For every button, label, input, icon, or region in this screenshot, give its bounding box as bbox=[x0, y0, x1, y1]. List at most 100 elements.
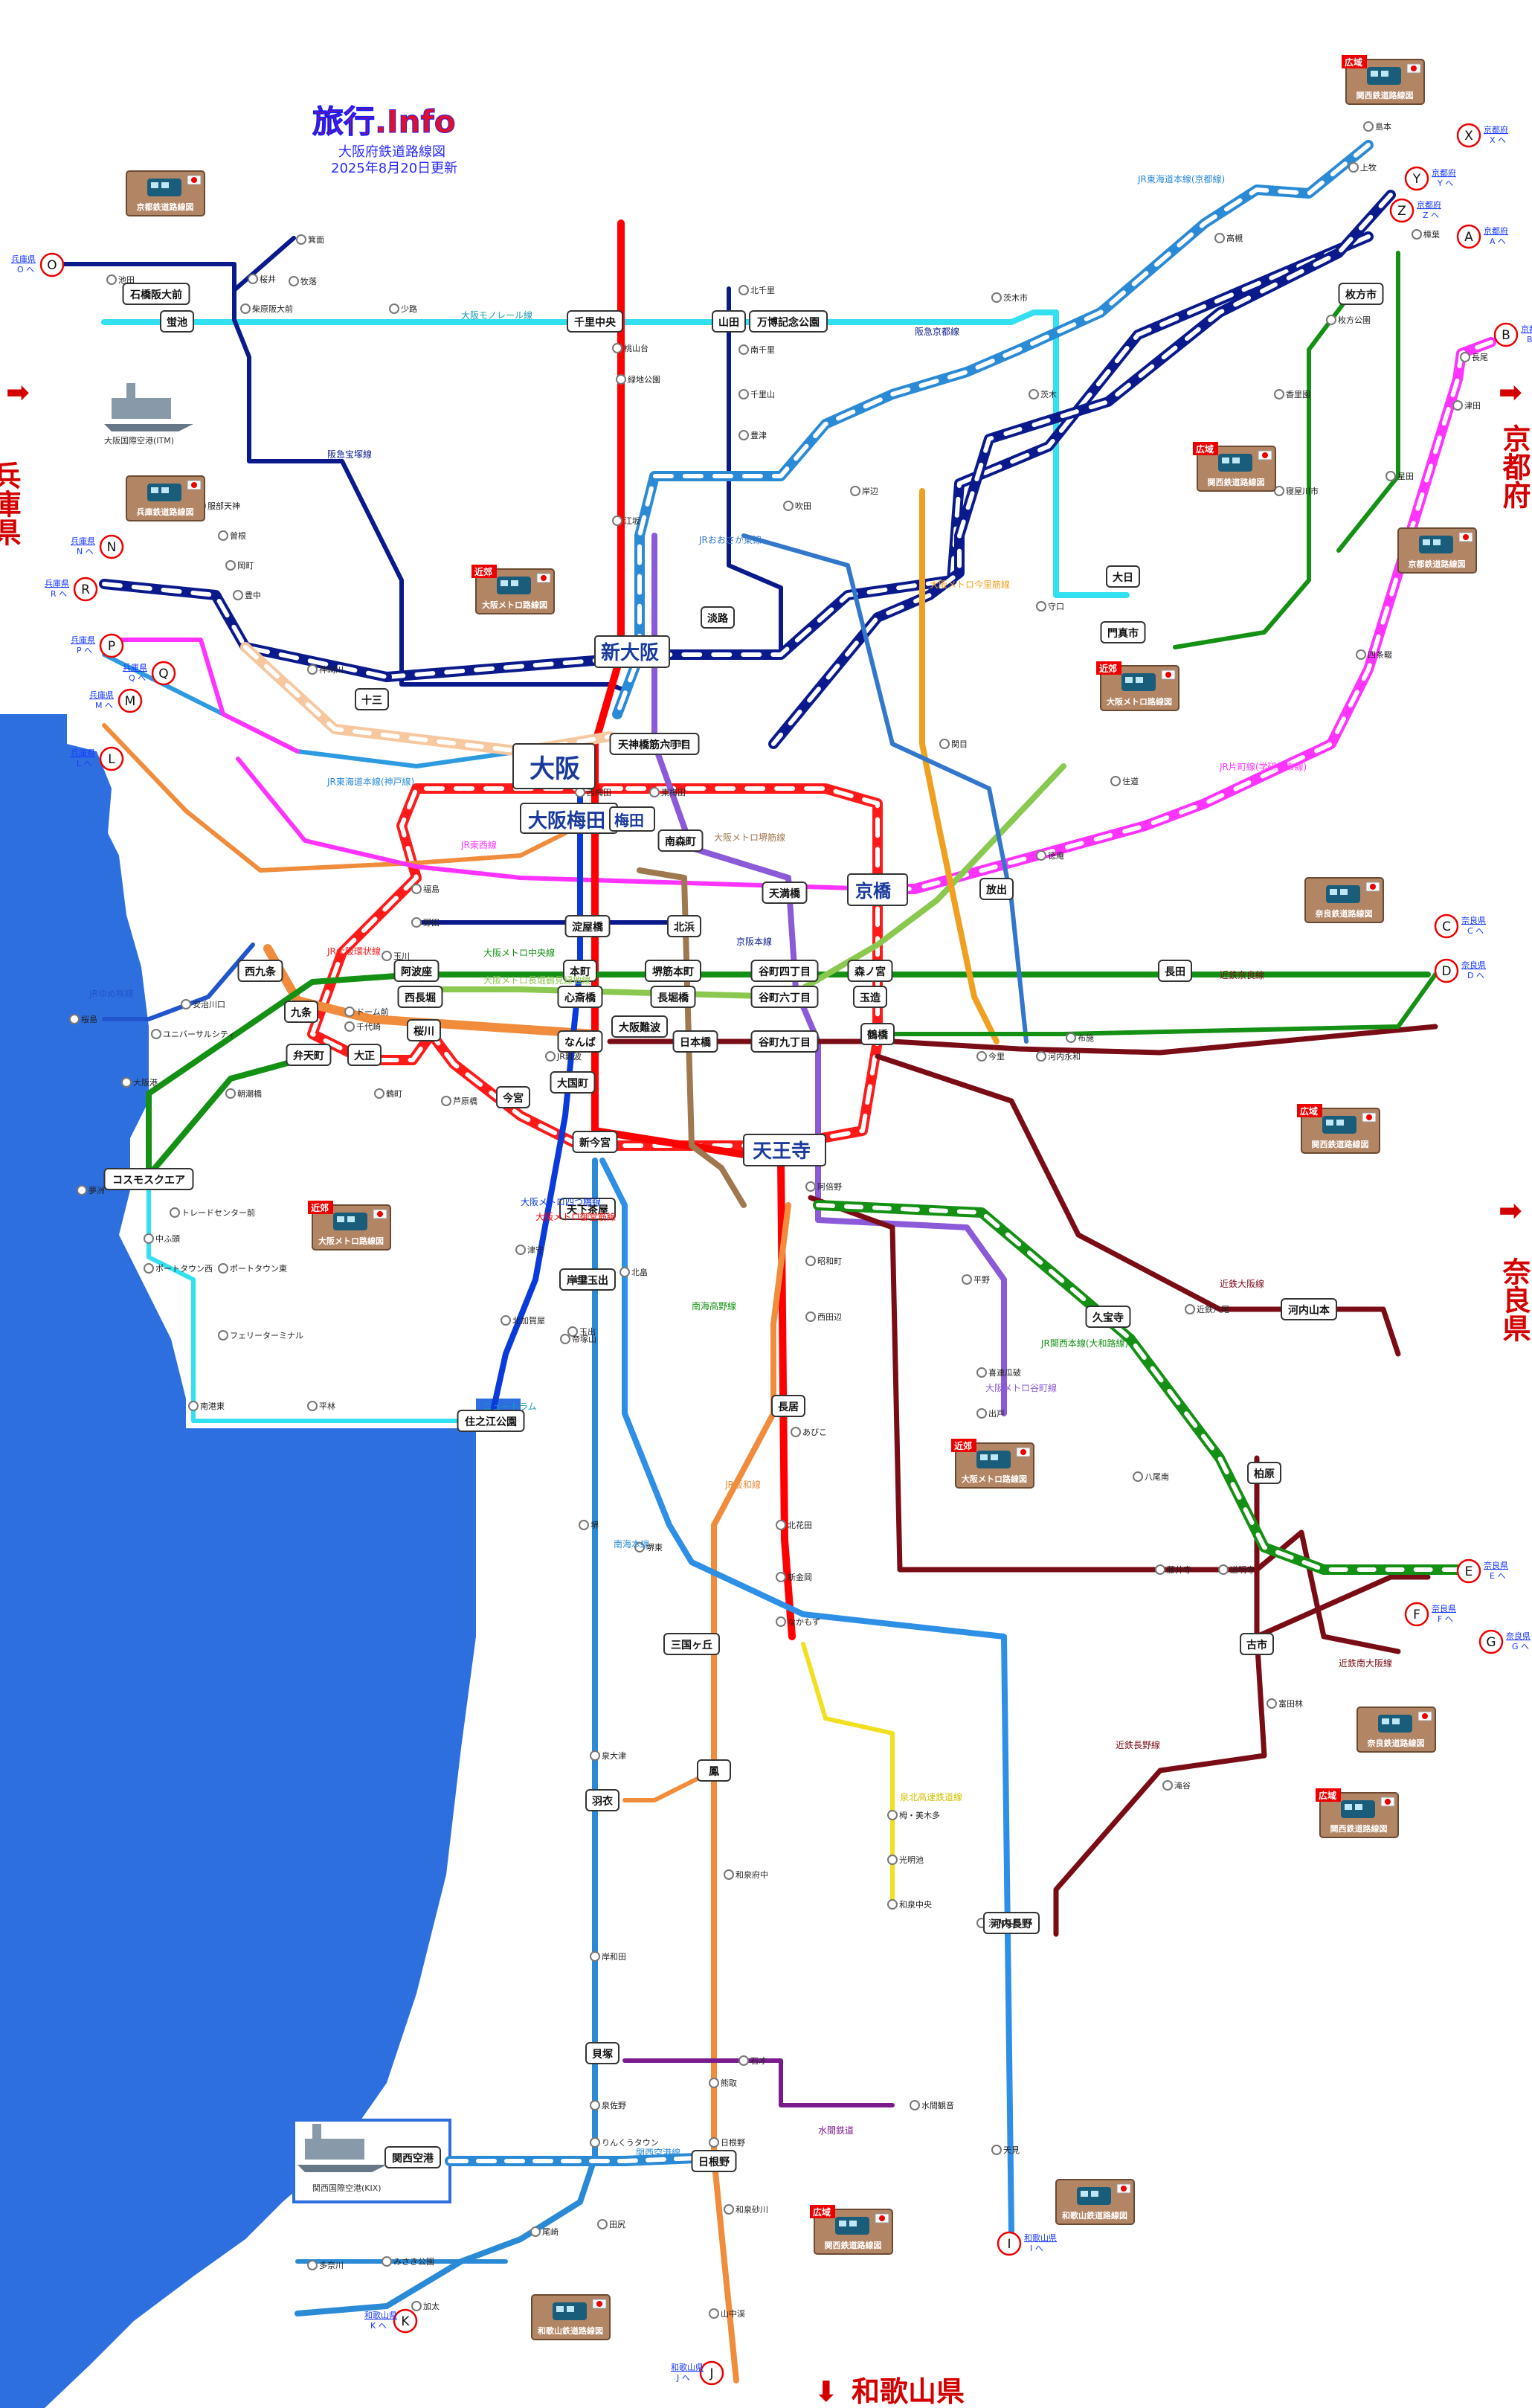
hub-station-temmabashi[interactable]: 天満橋 bbox=[769, 887, 801, 900]
hub-station-honmachi[interactable]: 本町 bbox=[570, 966, 590, 978]
badge-link[interactable]: 大阪メトロ路線図 bbox=[1107, 696, 1172, 707]
entry-pref-P[interactable]: 兵庫県 bbox=[71, 635, 95, 645]
station-sakurajima[interactable]: 桜島 bbox=[81, 1014, 97, 1024]
station-shoji[interactable]: 少路 bbox=[401, 304, 417, 314]
station-hattori[interactable]: 服部天神 bbox=[207, 501, 240, 511]
station-tokuan[interactable]: 徳庵 bbox=[1048, 850, 1064, 861]
entry-pref-D[interactable]: 奈良県 bbox=[1461, 960, 1486, 970]
station-fujiidera[interactable]: 藤井寺 bbox=[1167, 1564, 1191, 1575]
hub-station-namba[interactable]: なんば bbox=[564, 1037, 596, 1049]
station-minami_senri[interactable]: 南千里 bbox=[750, 345, 775, 355]
hub-station-bentencho[interactable]: 弁天町 bbox=[293, 1050, 324, 1062]
hub-station-cosmo[interactable]: コスモスクエア bbox=[112, 1175, 185, 1187]
badge-link[interactable]: 大阪メトロ路線図 bbox=[962, 1474, 1027, 1484]
station-higashi_umeda[interactable]: 東梅田 bbox=[661, 787, 686, 797]
station-nakazakicho[interactable]: 中崎町 bbox=[661, 739, 686, 749]
station-tanagawa[interactable]: 多奈川 bbox=[319, 2260, 344, 2270]
station-suminodo[interactable]: 住道 bbox=[1122, 776, 1139, 786]
station-toyotsu[interactable]: 豊津 bbox=[750, 431, 767, 440]
station-port_town[interactable]: ポートタウン西 bbox=[155, 1264, 213, 1274]
station-nagao[interactable]: 長尾 bbox=[1472, 353, 1488, 362]
entry-letter-Q[interactable]: Q bbox=[158, 667, 168, 681]
badge-link[interactable]: 関西鉄道路線図 bbox=[1356, 90, 1414, 100]
station-kanzakigawa[interactable]: 神崎川 bbox=[319, 664, 344, 675]
entry-letter-F[interactable]: F bbox=[1413, 1608, 1420, 1622]
station-suita[interactable]: 吹田 bbox=[795, 501, 811, 511]
station-shijonawate[interactable]: 四条畷 bbox=[1368, 649, 1392, 660]
entry-letter-N[interactable]: N bbox=[107, 540, 117, 555]
badge-link[interactable]: 関西鉄道路線図 bbox=[1208, 477, 1265, 487]
station-rinku[interactable]: りんくうタウン bbox=[602, 2138, 659, 2148]
station-makiochi[interactable]: 牧落 bbox=[300, 276, 317, 286]
station-sone[interactable]: 曽根 bbox=[230, 530, 246, 541]
hub-station-kawachinagano[interactable]: 河内長野 bbox=[991, 1918, 1032, 1930]
entry-letter-P[interactable]: P bbox=[108, 639, 115, 654]
hub-station-sakuragawa[interactable]: 桜川 bbox=[413, 1025, 434, 1038]
hub-station-kitahama[interactable]: 北浜 bbox=[674, 921, 695, 934]
station-abeno[interactable]: 阿倍野 bbox=[817, 1181, 842, 1192]
station-senriyama[interactable]: 千里山 bbox=[750, 390, 775, 399]
station-kintetsu_yao[interactable]: 近鉄八尾 bbox=[1197, 1304, 1229, 1314]
entry-code-E[interactable]: E へ bbox=[1490, 1571, 1505, 1581]
hub-station-ishibashi[interactable]: 石橋阪大前 bbox=[129, 289, 182, 301]
entry-code-R[interactable]: R へ bbox=[51, 589, 67, 599]
entry-pref-L[interactable]: 兵庫県 bbox=[71, 748, 95, 758]
hub-station-sakaisuji_honmachi[interactable]: 堺筋本町 bbox=[652, 966, 694, 978]
station-esaka[interactable]: 江坂 bbox=[624, 516, 640, 526]
entry-letter-R[interactable]: R bbox=[81, 582, 90, 597]
station-osaka-umeda[interactable]: 大阪梅田 bbox=[528, 809, 605, 832]
station-dome[interactable]: ドーム前 bbox=[356, 1006, 389, 1017]
hub-station-hanaten[interactable]: 放出 bbox=[985, 884, 1007, 896]
station-tamagawa[interactable]: 玉川 bbox=[393, 951, 410, 961]
station-port_town_e[interactable]: ポートタウン東 bbox=[230, 1264, 287, 1274]
hub-station-kansai_airport[interactable]: 関西空港 bbox=[392, 2152, 434, 2165]
station-chiyozaki[interactable]: 千代崎 bbox=[356, 1021, 381, 1032]
hub-station-shinsaibashi[interactable]: 心斎橋 bbox=[564, 992, 596, 1004]
station-showacho[interactable]: 昭和町 bbox=[817, 1256, 842, 1266]
hub-station-kaizuka[interactable]: 貝塚 bbox=[592, 2049, 613, 2061]
station-kitabatake[interactable]: 北畠 bbox=[631, 1267, 648, 1277]
hub-station-nagahoribashi[interactable]: 長堀橋 bbox=[657, 992, 689, 1004]
station-ikeda[interactable]: 池田 bbox=[118, 275, 135, 285]
station-imazato[interactable]: 今里 bbox=[988, 1051, 1005, 1062]
station-hirabayashi[interactable]: 平林 bbox=[319, 1401, 335, 1411]
station-ibarakishi[interactable]: 茨木市 bbox=[1003, 292, 1028, 303]
station-izumichuo[interactable]: 和泉中央 bbox=[899, 1899, 932, 1910]
badge-link[interactable]: 奈良鉄道路線図 bbox=[1315, 908, 1373, 919]
station-nakamozu[interactable]: なかもず bbox=[788, 1617, 820, 1627]
station-kada[interactable]: 加太 bbox=[423, 2302, 440, 2311]
entry-pref-O[interactable]: 兵庫県 bbox=[11, 254, 36, 264]
station-osakako[interactable]: 大阪港 bbox=[133, 1077, 158, 1088]
station-deto[interactable]: 出戸 bbox=[988, 1408, 1005, 1419]
station-kishiwada[interactable]: 岸和田 bbox=[602, 1952, 626, 1962]
badge-link[interactable]: 和歌山鉄道路線図 bbox=[538, 2325, 603, 2336]
station-tsumori[interactable]: 津守 bbox=[527, 1245, 544, 1255]
station-nishi_umeda[interactable]: 西梅田 bbox=[587, 787, 611, 797]
station-takidani[interactable]: 滝谷 bbox=[1174, 1781, 1191, 1791]
station-sakurai[interactable]: 桜井 bbox=[260, 274, 276, 284]
hub-station-tanimachi4[interactable]: 谷町四丁目 bbox=[759, 966, 811, 978]
hub-station-awaza[interactable]: 阿波座 bbox=[401, 966, 432, 978]
station-tsuda[interactable]: 津田 bbox=[1464, 401, 1481, 411]
station-ajikawaguchi[interactable]: 安治川口 bbox=[193, 999, 225, 1009]
hub-station-hagoromo[interactable]: 羽衣 bbox=[592, 1795, 614, 1808]
entry-pref-A[interactable]: 京都府 bbox=[1484, 225, 1508, 236]
station-usj[interactable]: ユニバーサルシティ bbox=[163, 1030, 236, 1039]
station-domyoji[interactable]: 道明寺 bbox=[1230, 1564, 1255, 1575]
entry-code-Z[interactable]: Z へ bbox=[1423, 211, 1439, 220]
station-kishibe[interactable]: 岸辺 bbox=[862, 487, 878, 496]
station-asashiobashi[interactable]: 朝潮橋 bbox=[237, 1088, 262, 1099]
station-misakikoen[interactable]: みさき公園 bbox=[393, 2257, 434, 2267]
hub-station-minami_morimachi[interactable]: 南森町 bbox=[665, 835, 696, 848]
hub-station-yamada[interactable]: 山田 bbox=[718, 317, 739, 329]
entry-code-K[interactable]: K へ bbox=[370, 2321, 387, 2331]
station-fukushima[interactable]: 福島 bbox=[423, 884, 440, 894]
entry-letter-K[interactable]: K bbox=[401, 2314, 410, 2329]
hub-station-otori[interactable]: 鳳 bbox=[709, 1766, 719, 1778]
entry-pref-X[interactable]: 京都府 bbox=[1484, 124, 1508, 135]
hub-station-nishi_nagahori[interactable]: 西長堀 bbox=[405, 992, 436, 1004]
entry-pref-C[interactable]: 奈良県 bbox=[1461, 915, 1486, 925]
entry-letter-E[interactable]: E bbox=[1465, 1564, 1473, 1579]
station-shin-osaka[interactable]: 新大阪 bbox=[601, 641, 659, 664]
station-trade_center[interactable]: トレードセンター前 bbox=[181, 1207, 255, 1218]
